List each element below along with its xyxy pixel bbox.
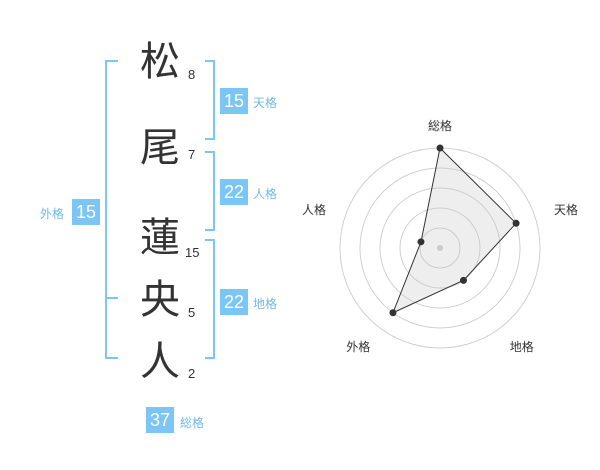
radar-point-3 (389, 309, 397, 317)
given-char-3: 人 (140, 339, 180, 385)
radar-point-4 (417, 238, 425, 246)
radar-axis-label: 天格 (554, 203, 579, 218)
gaikaku-bracket (105, 60, 118, 359)
tenkaku-value: 15 (220, 88, 248, 114)
radar-center-dot (437, 245, 443, 251)
given-strokes-2: 5 (188, 305, 196, 320)
soukaku-label: 総格 (180, 416, 205, 430)
radar-point-2 (460, 276, 468, 284)
chikaku-value: 22 (220, 289, 248, 315)
given-char-1: 蓮 (140, 215, 180, 261)
given-char-2: 央 (140, 277, 180, 323)
given-strokes-3: 2 (188, 366, 196, 381)
jinkaku-bracket (205, 151, 215, 231)
radar-grid-circle (399, 207, 481, 289)
jinkaku-label: 人格 (253, 187, 278, 201)
surname-strokes-1: 8 (188, 67, 196, 82)
given-strokes-1: 15 (185, 245, 200, 260)
tenkaku-label: 天格 (253, 96, 278, 110)
chikaku-label: 地格 (253, 297, 278, 311)
surname-char-2: 尾 (140, 125, 180, 171)
gaikaku-label: 外格 (40, 207, 65, 221)
radar-axis-label: 総格 (428, 119, 453, 133)
radar-point-0 (436, 144, 444, 152)
soukaku-value: 37 (146, 407, 174, 433)
radar-axis-label: 外格 (346, 339, 371, 354)
radar-series-polygon (392, 146, 517, 314)
radar-grid-circle (419, 227, 461, 269)
radar-grid-circle (379, 187, 501, 309)
radar-axis-label: 人格 (301, 203, 326, 218)
chikaku-bracket (205, 239, 215, 359)
jinkaku-value: 22 (220, 179, 248, 205)
surname-char-1: 松 (140, 39, 180, 85)
gaikaku-value: 15 (72, 199, 100, 225)
tenkaku-bracket (205, 60, 215, 140)
radar-grid-circle (359, 167, 521, 329)
surname-strokes-2: 7 (188, 147, 196, 162)
radar-axis-label: 地格 (509, 339, 534, 354)
radar-point-1 (512, 219, 520, 227)
